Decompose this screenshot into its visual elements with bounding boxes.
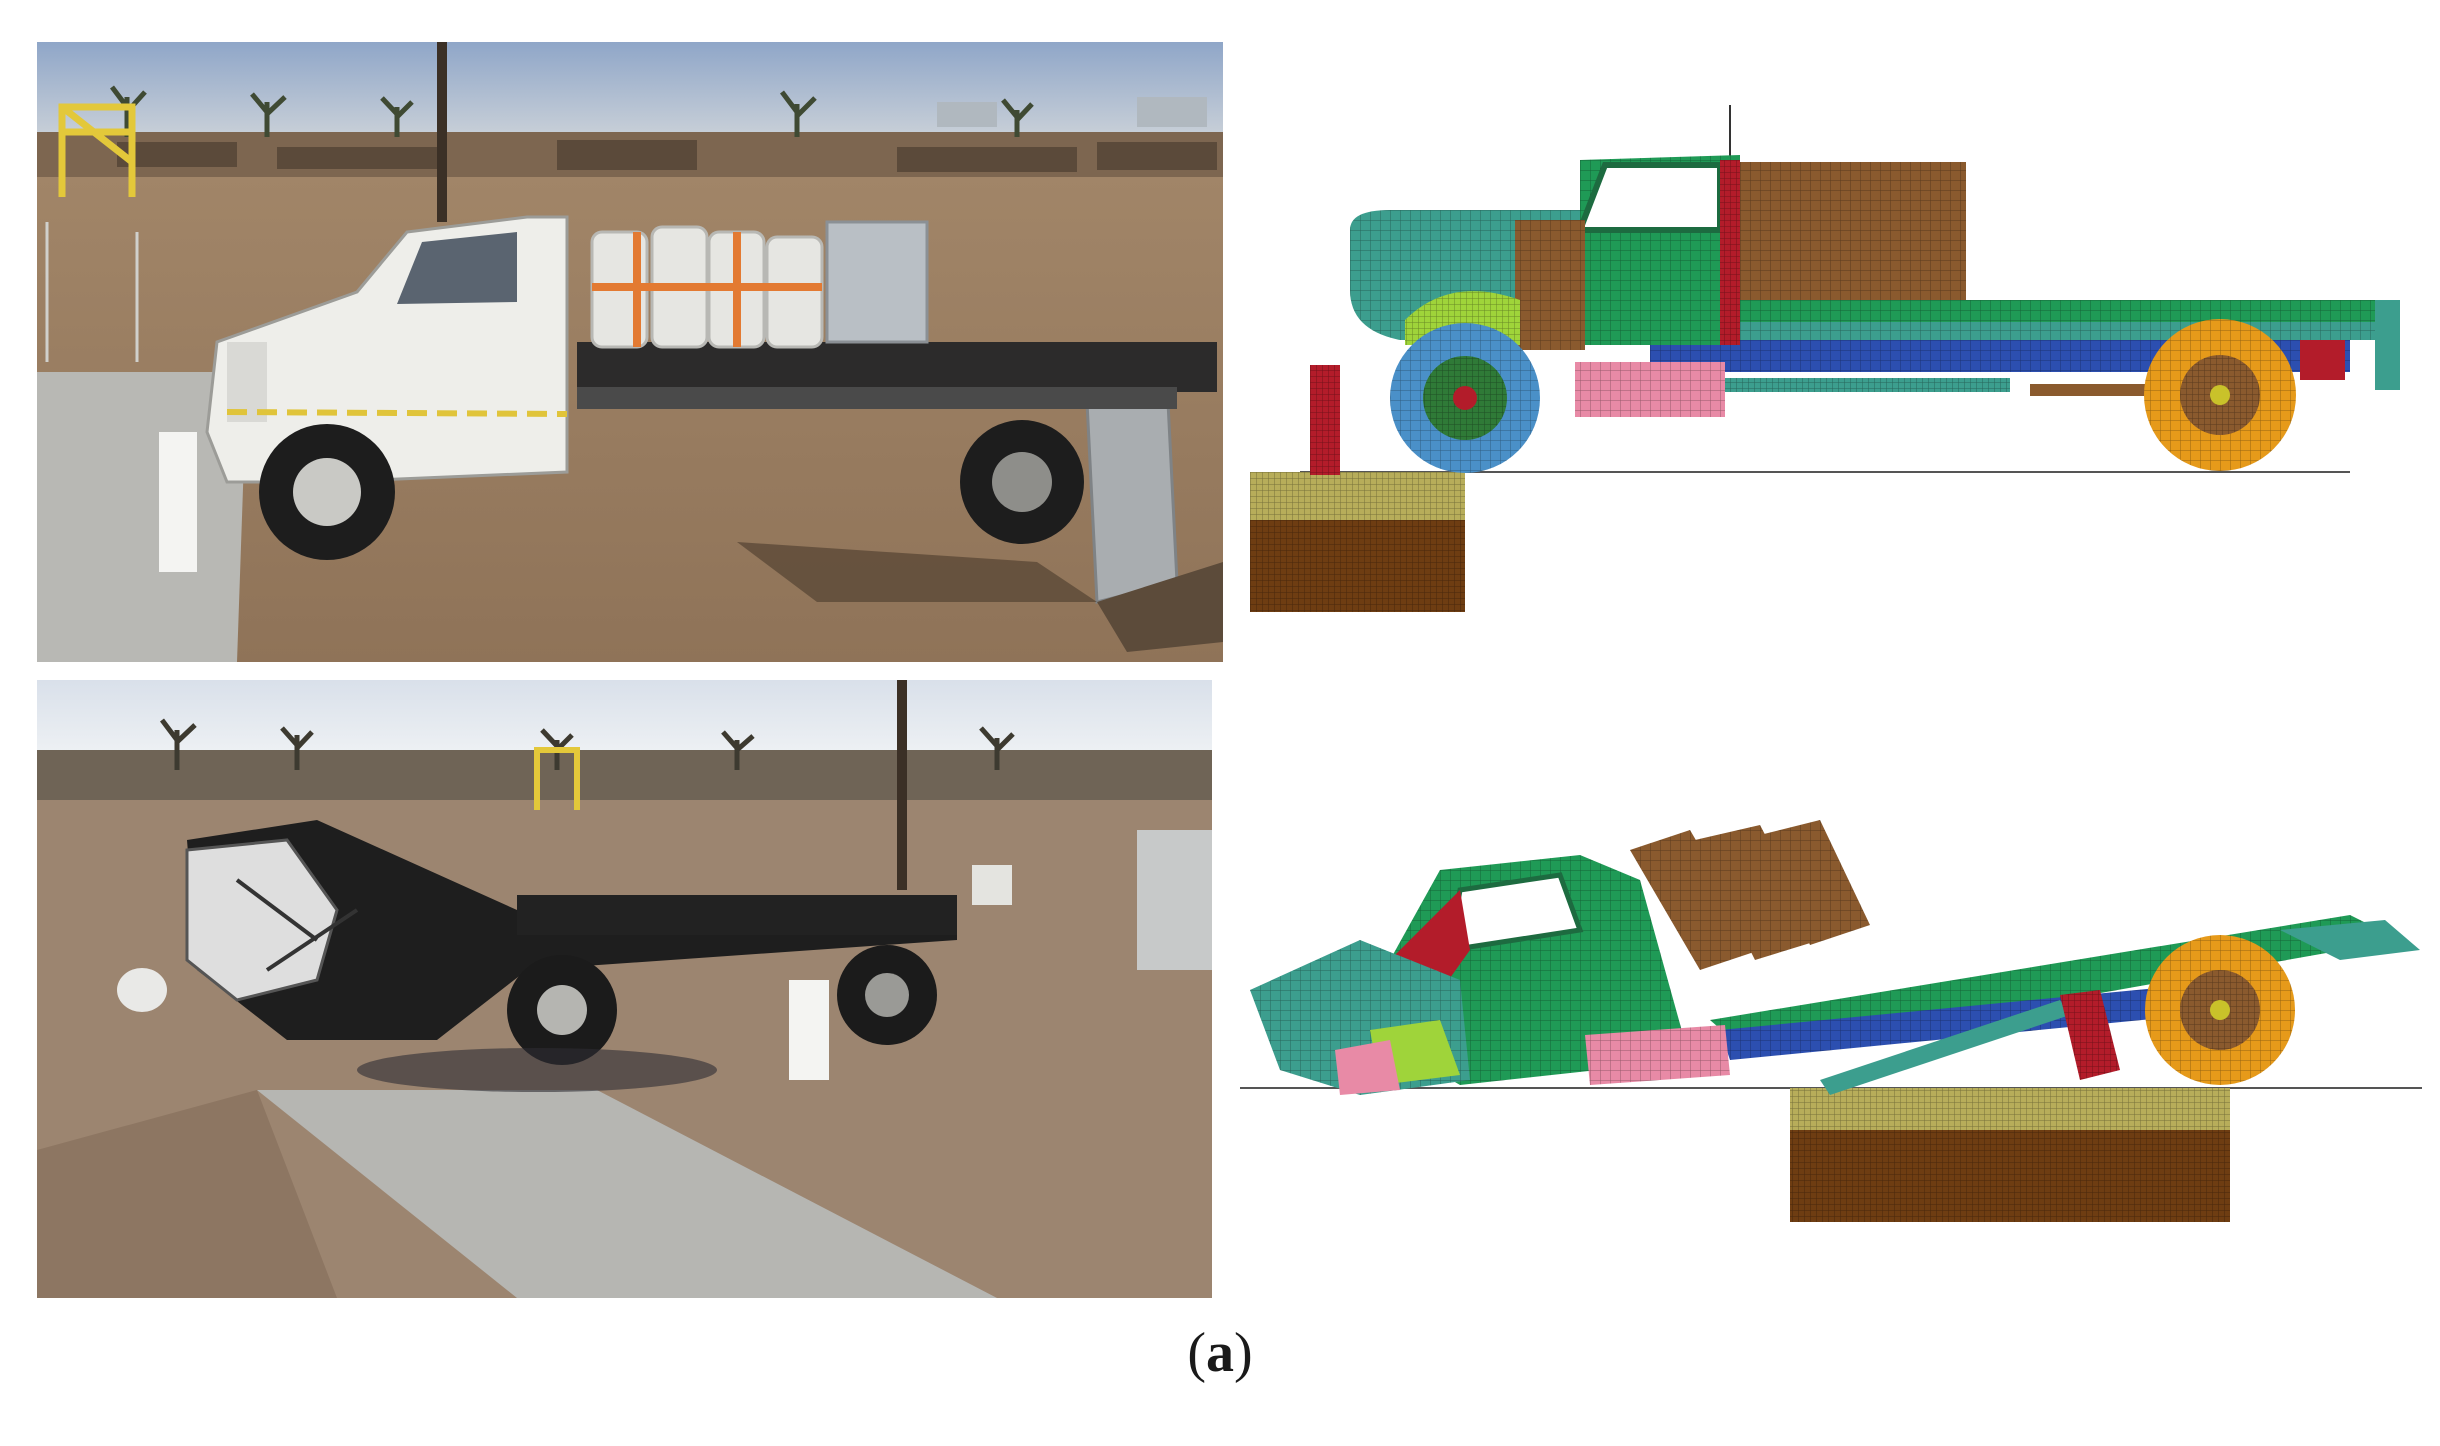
figure-caption: (a) xyxy=(0,1325,2440,1381)
caption-open-paren: ( xyxy=(1187,1322,1206,1384)
photo-crash-test-after xyxy=(37,680,1212,1298)
caption-label: a xyxy=(1206,1322,1234,1384)
photo-crash-test-before xyxy=(37,42,1223,662)
fe-model-before-impact xyxy=(1250,100,2422,620)
caption-close-paren: ) xyxy=(1234,1322,1253,1384)
fe-model-after-impact xyxy=(1240,820,2422,1240)
